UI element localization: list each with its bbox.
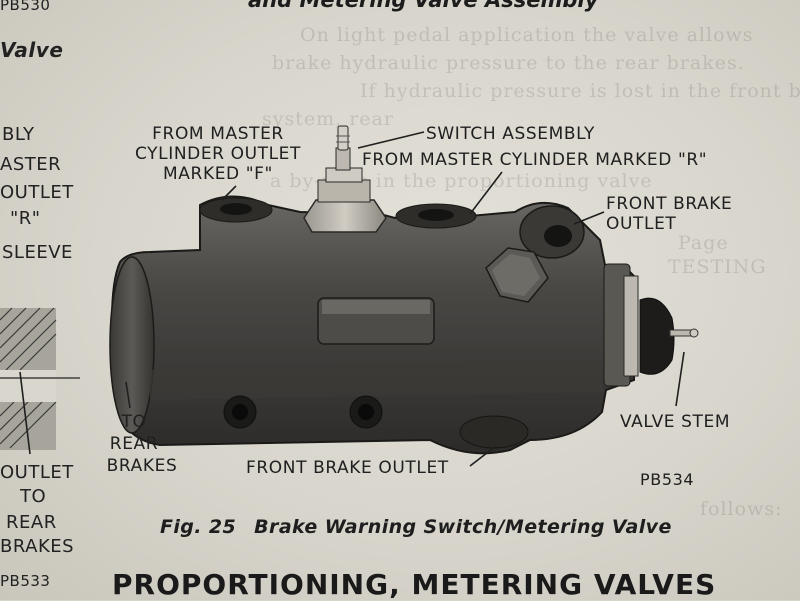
left-label: BRAKES <box>0 536 75 557</box>
section-heading: PROPORTIONING, METERING VALVES <box>112 568 717 601</box>
left-label: SLEEVE <box>2 242 73 263</box>
left-partial-title: Valve <box>0 38 64 62</box>
left-label: ASTER <box>0 154 62 175</box>
label-front-brake-outlet-right-line2: OUTLET <box>606 214 677 234</box>
switch-assembly <box>303 125 387 233</box>
label-from-master-f-line3: MARKED "F" <box>163 164 273 184</box>
figure-caption-text: Brake Warning Switch/Metering Valve <box>254 516 672 538</box>
label-from-master-f-line1: FROM MASTER <box>152 124 284 144</box>
leader-lines <box>19 131 685 467</box>
background-text-line: Page <box>678 232 729 254</box>
label-to-rear-brakes-line1: TO <box>121 412 147 432</box>
cross-section-fragment <box>0 307 80 450</box>
valve-stem <box>639 297 699 375</box>
figure-number: Fig. 25 <box>160 516 237 538</box>
left-label: PB533 <box>0 572 51 590</box>
label-to-rear-brakes-line3: BRAKES <box>106 456 178 476</box>
label-from-master-r: FROM MASTER CYLINDER MARKED "R" <box>362 150 708 170</box>
left-label: OUTLET <box>0 182 74 203</box>
top-heading: and Metering Valve Assembly <box>248 0 599 12</box>
label-front-brake-outlet-right-line1: FRONT BRAKE <box>606 194 733 214</box>
background-text-line: follows: <box>700 498 783 520</box>
figure-code: PB534 <box>640 470 695 489</box>
left-label: TO <box>20 486 47 507</box>
figure-caption: Fig. 25 Brake Warning Switch/Metering Val… <box>160 516 672 538</box>
left-label: OUTLET <box>0 462 74 483</box>
label-switch-assembly: SWITCH ASSEMBLY <box>426 124 595 144</box>
background-text-line: On light pedal application the valve all… <box>300 24 754 46</box>
label-to-rear-brakes-line2: REAR <box>109 434 159 454</box>
background-text-line: If hydraulic pressure is lost in the fro… <box>360 80 800 102</box>
left-label: REAR <box>6 512 57 533</box>
label-valve-stem: VALVE STEM <box>620 412 731 432</box>
valve-body <box>109 195 639 455</box>
background-text-line: brake hydraulic pressure to the rear bra… <box>272 52 745 74</box>
background-text-line: system, rear <box>262 108 394 130</box>
left-label: "R" <box>10 208 41 229</box>
left-label: BLY <box>2 124 35 145</box>
top-left-code: PB530 <box>0 0 51 14</box>
background-text-line: TESTING <box>668 256 767 278</box>
label-front-brake-outlet-bottom: FRONT BRAKE OUTLET <box>246 458 449 478</box>
label-from-master-f-line2: CYLINDER OUTLET <box>134 144 301 164</box>
